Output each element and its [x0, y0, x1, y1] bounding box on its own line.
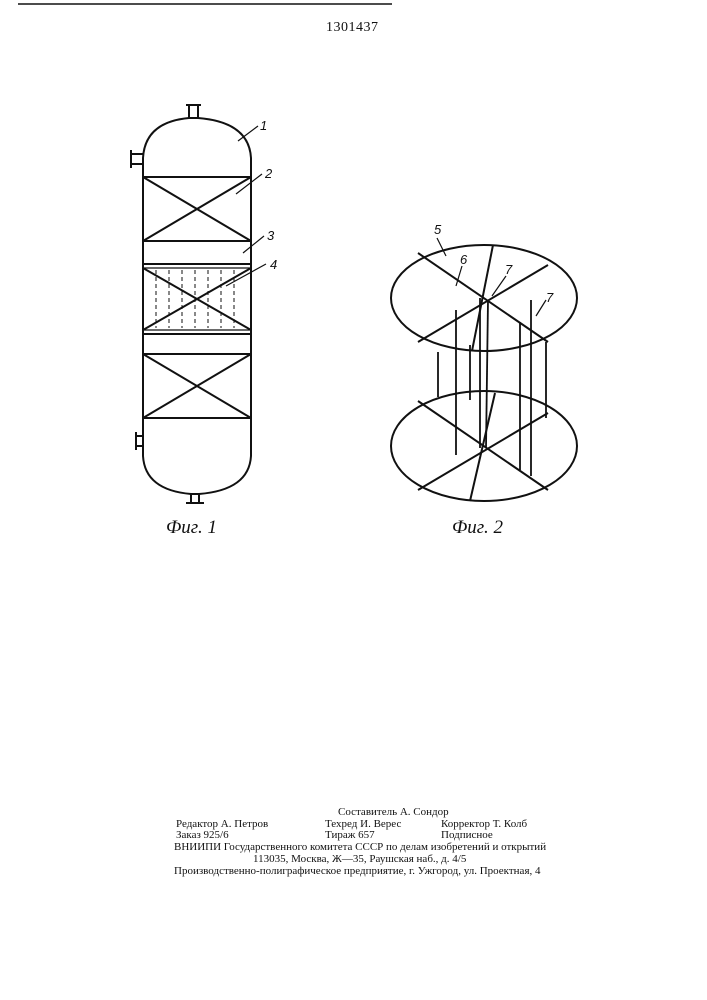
- bottom-nozzle: [186, 494, 204, 503]
- fig2-label-7b: 7: [546, 290, 553, 305]
- patent-number: 1301437: [326, 20, 379, 36]
- fig1-leaders: [226, 126, 266, 286]
- side-nozzle-top: [131, 150, 143, 168]
- fig1-label-2: 2: [265, 166, 272, 181]
- packing-bed-lower: [143, 354, 251, 418]
- top-dome: [143, 118, 251, 158]
- fig2-label-7a: 7: [505, 262, 512, 277]
- fig1-label-1: 1: [260, 118, 267, 133]
- fig2-label-6: 6: [460, 252, 467, 267]
- printer-line: Производственно-полиграфическое предприя…: [174, 865, 541, 877]
- order: Заказ 925/6: [176, 829, 229, 841]
- connecting-rods: [438, 298, 546, 476]
- circulation: Тираж 657: [325, 829, 375, 841]
- figure-2-discs: [391, 238, 577, 501]
- side-nozzle-bottom: [136, 432, 143, 450]
- subscription: Подписное: [441, 829, 493, 841]
- top-nozzle: [186, 105, 201, 118]
- compiler: Составитель А. Сондор: [338, 806, 449, 818]
- fig1-label-4: 4: [270, 257, 277, 272]
- bottom-dome: [143, 456, 251, 494]
- figure-1-column: [131, 105, 266, 503]
- org-line-2: 113035, Москва, Ж—35, Раушская наб., д. …: [253, 853, 466, 865]
- org-line-1: ВНИИПИ Государственного комитета СССР по…: [174, 841, 546, 853]
- fig2-label-5: 5: [434, 222, 441, 237]
- fig1-caption: Фиг. 1: [166, 517, 217, 539]
- fig2-caption: Фиг. 2: [452, 517, 503, 539]
- packing-bed-upper: [143, 177, 251, 241]
- fig1-label-3: 3: [267, 228, 274, 243]
- packing-bed-middle: [143, 264, 251, 334]
